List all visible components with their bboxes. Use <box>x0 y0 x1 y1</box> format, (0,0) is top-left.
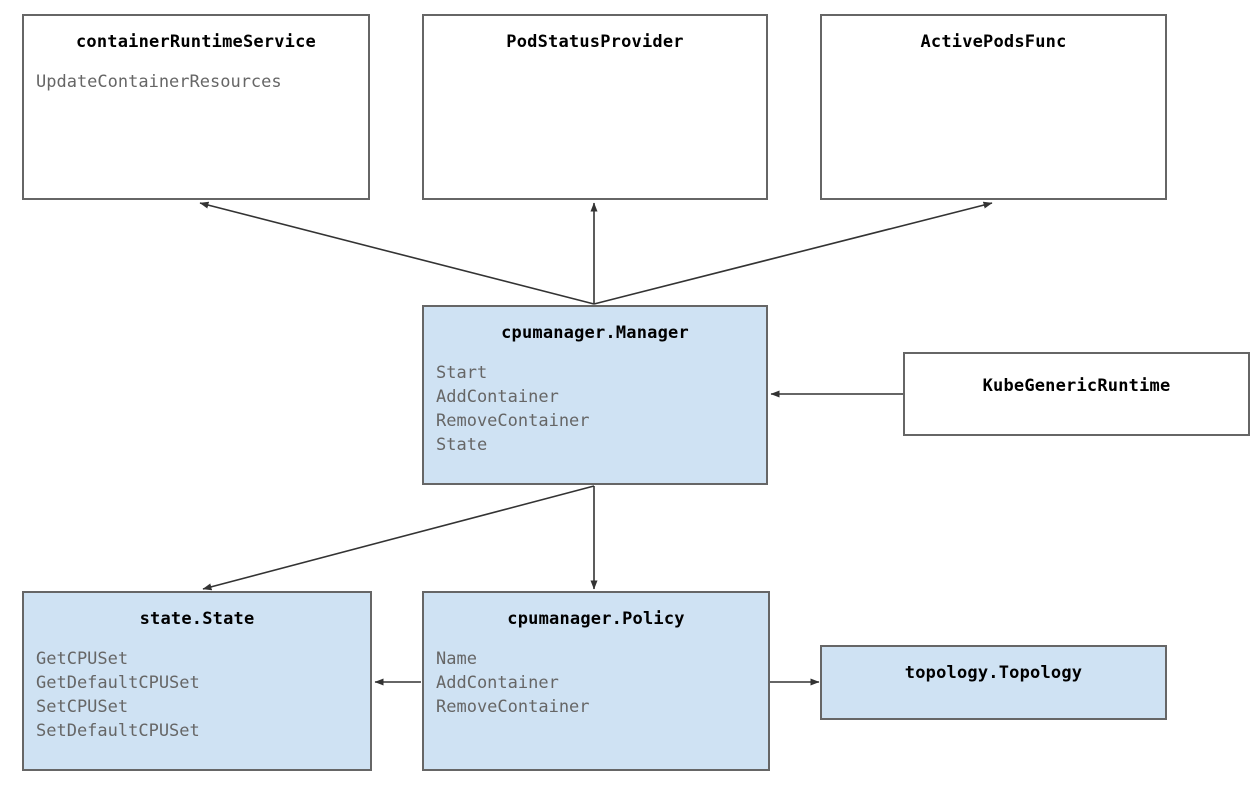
node-member: SetCPUSet <box>36 697 129 717</box>
node-state-state[interactable]: state.State GetCPUSet GetDefaultCPUSet S… <box>22 591 372 771</box>
node-title: ActivePodsFunc <box>920 32 1067 52</box>
node-member: SetDefaultCPUSet <box>36 721 200 741</box>
edge-manager-to-activepodsfunc <box>593 201 993 305</box>
node-cpumanager-manager[interactable]: cpumanager.Manager Start AddContainer Re… <box>422 305 768 485</box>
node-activepodsfunc[interactable]: ActivePodsFunc <box>820 14 1167 200</box>
node-title: KubeGenericRuntime <box>982 376 1171 396</box>
node-member: Name <box>436 649 477 669</box>
node-kubegenericruntime[interactable]: KubeGenericRuntime <box>903 352 1250 436</box>
node-member: Start <box>436 363 488 383</box>
node-member: RemoveContainer <box>436 697 590 717</box>
node-member: State <box>436 435 488 455</box>
node-podstatusprovider[interactable]: PodStatusProvider <box>422 14 768 200</box>
node-member: AddContainer <box>436 673 559 693</box>
node-members: UpdateContainerResources <box>24 70 368 94</box>
node-title: cpumanager.Manager <box>501 323 689 343</box>
node-members: GetCPUSet GetDefaultCPUSet SetCPUSet Set… <box>24 647 370 743</box>
node-title: state.State <box>139 609 255 629</box>
node-title: cpumanager.Policy <box>507 609 685 629</box>
node-containerruntimeservice[interactable]: containerRuntimeService UpdateContainerR… <box>22 14 370 200</box>
node-member: AddContainer <box>436 387 559 407</box>
node-members: Start AddContainer RemoveContainer State <box>424 361 766 457</box>
node-members: Name AddContainer RemoveContainer <box>424 647 768 719</box>
node-cpumanager-policy[interactable]: cpumanager.Policy Name AddContainer Remo… <box>422 591 770 771</box>
node-topology-topology[interactable]: topology.Topology <box>820 645 1167 720</box>
node-member: UpdateContainerResources <box>36 72 282 92</box>
node-title: containerRuntimeService <box>75 32 316 52</box>
edge-manager-to-containerruntimeservice <box>199 201 595 305</box>
node-title: topology.Topology <box>904 663 1083 683</box>
node-member: GetCPUSet <box>36 649 129 669</box>
node-title: PodStatusProvider <box>506 32 684 52</box>
node-member: RemoveContainer <box>436 411 590 431</box>
node-member: GetDefaultCPUSet <box>36 673 200 693</box>
edge-manager-to-statestate <box>202 485 595 591</box>
